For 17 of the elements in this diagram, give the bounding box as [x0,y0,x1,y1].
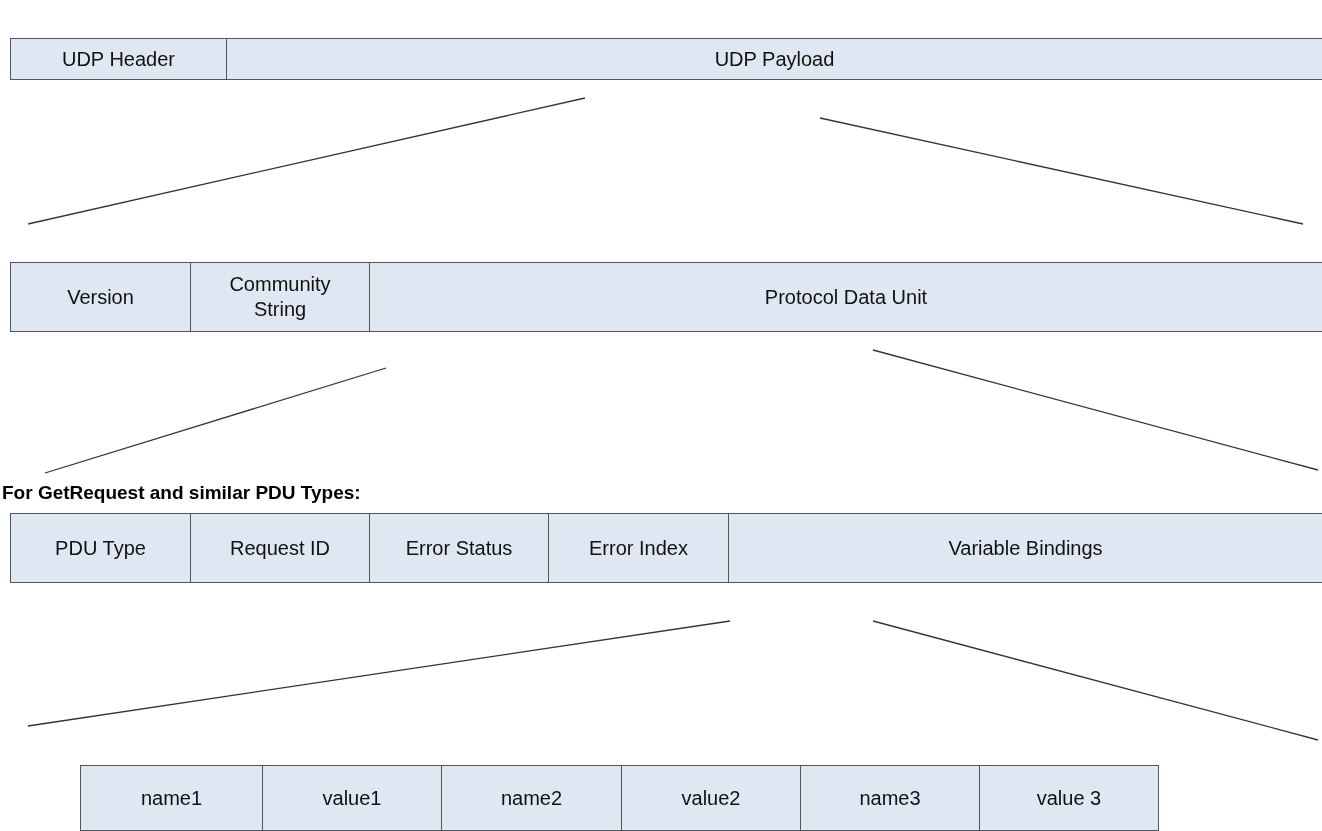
packet-field: UDP Header [10,38,227,80]
packet-field: Protocol Data Unit [369,262,1322,332]
packet-field: name2 [441,765,622,831]
packet-field: Error Index [548,513,729,583]
packet-field: Version [10,262,191,332]
packet-field: value 3 [979,765,1159,831]
packet-field: Error Status [369,513,549,583]
packet-field: PDU Type [10,513,191,583]
packet-field: value1 [262,765,442,831]
packet-field: Variable Bindings [728,513,1322,583]
section-heading: For GetRequest and similar PDU Types: [2,482,361,504]
packet-field: Request ID [190,513,370,583]
packet-field: name1 [80,765,263,831]
packet-field: name3 [800,765,980,831]
packet-field: value2 [621,765,801,831]
packet-field: Community String [190,262,370,332]
packet-field: UDP Payload [226,38,1322,80]
